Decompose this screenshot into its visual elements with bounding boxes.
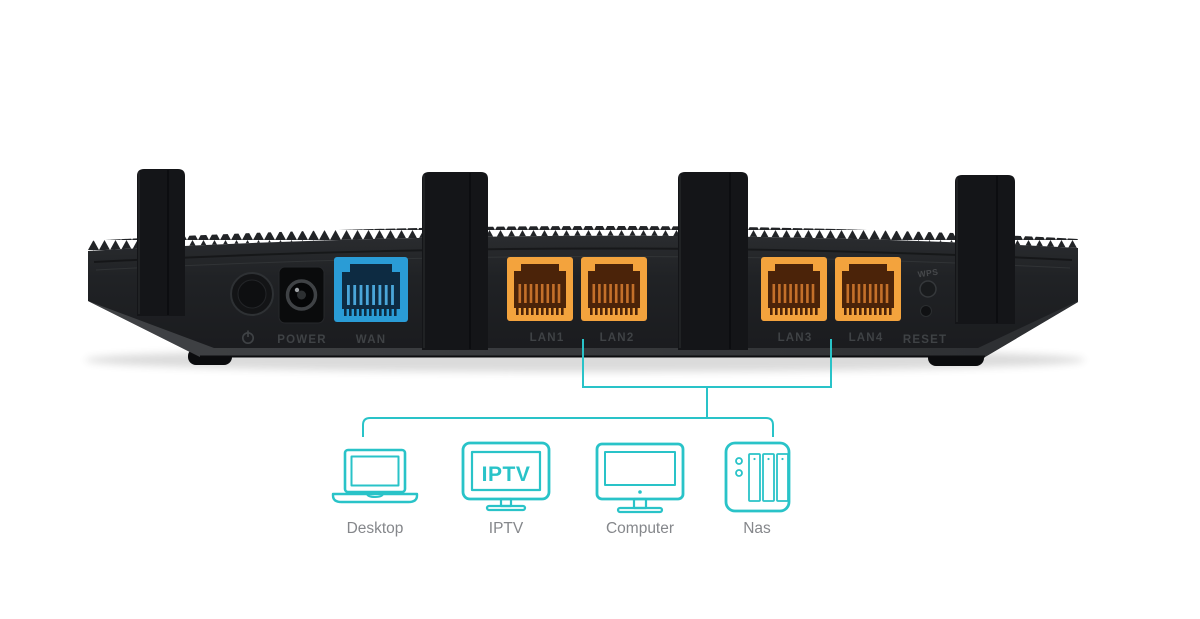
dc-power-jack (278, 266, 325, 324)
nas-label: Nas (743, 520, 771, 537)
power-label: POWER (277, 334, 326, 346)
lan2-port (581, 257, 647, 321)
power-symbol-icon (241, 330, 255, 345)
wan-label: WAN (356, 334, 386, 346)
wan-port (334, 257, 408, 322)
reset-label: RESET (903, 334, 947, 346)
power-button (230, 272, 274, 316)
router-panel-seam (93, 247, 1073, 263)
iptv-screen-text: IPTV (482, 463, 531, 486)
reset-button (920, 305, 932, 317)
iptv-label: IPTV (489, 520, 524, 537)
lan3-port (761, 257, 827, 321)
lan4-port (835, 257, 901, 321)
antenna-4 (955, 175, 1015, 324)
wps-label: WPS (917, 267, 939, 280)
antennas (137, 169, 1015, 350)
antenna-3 (678, 172, 748, 350)
nas-icon (724, 441, 791, 513)
wps-button (919, 280, 937, 298)
panel-labels: POWER WAN LAN1 LAN2 LAN3 LAN4 RESET (241, 330, 947, 346)
lan3-label: LAN3 (778, 332, 813, 344)
lan-connection-lines (362, 339, 832, 437)
antenna-2 (422, 172, 488, 350)
router-ridge-teeth (88, 225, 1078, 251)
router-bottom-chamfer (88, 301, 1078, 357)
lan4-label: LAN4 (849, 332, 884, 344)
lan1-label: LAN1 (530, 332, 565, 344)
iptv-tv-icon: IPTV (461, 441, 551, 512)
desktop-label: Desktop (347, 520, 404, 537)
computer-label: Computer (606, 520, 674, 537)
antenna-1 (137, 169, 185, 316)
desktop-laptop-icon (331, 448, 419, 504)
device-bracket (362, 417, 774, 437)
lan2-label: LAN2 (600, 332, 635, 344)
lan1-port (507, 257, 573, 321)
computer-monitor-icon (595, 442, 685, 514)
